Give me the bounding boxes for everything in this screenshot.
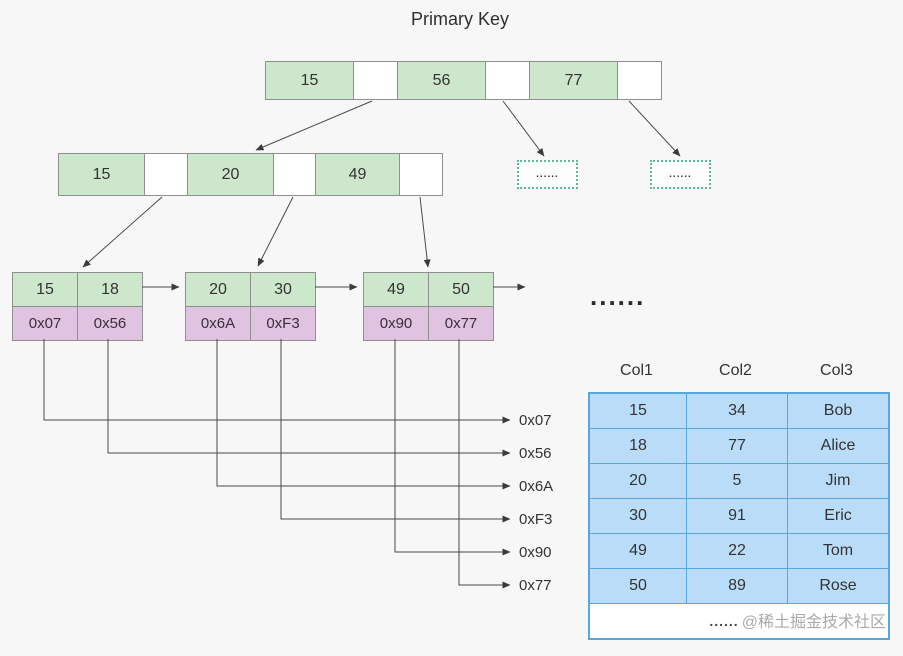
internal-key-cell: 49 bbox=[316, 154, 400, 195]
leaf-pointer-cell: 0x56 bbox=[78, 307, 142, 340]
pointer-address-label: 0x07 bbox=[519, 412, 552, 429]
dashed-placeholder-node: ...... bbox=[517, 160, 578, 189]
table-cell: 50 bbox=[590, 569, 686, 603]
table-cell: 30 bbox=[590, 499, 686, 533]
table-cell: 18 bbox=[590, 429, 686, 463]
root-pointer-cell bbox=[354, 62, 398, 99]
root-pointer-cell bbox=[486, 62, 530, 99]
table-cell: 91 bbox=[687, 499, 787, 533]
table-footer-ellipsis: ...... bbox=[709, 613, 739, 629]
internal-key-cell: 15 bbox=[59, 154, 145, 195]
pointer-address-label: 0x77 bbox=[519, 577, 552, 594]
watermark: @稀土掘金技术社区 bbox=[741, 614, 886, 631]
leaf-key-cell: 18 bbox=[78, 273, 142, 306]
table-cell: Tom bbox=[788, 534, 888, 568]
root-key-cell: 77 bbox=[530, 62, 618, 99]
leaf-node-3: 49 50 0x90 0x77 bbox=[363, 272, 494, 341]
root-key-cell: 15 bbox=[266, 62, 354, 99]
table-cell: 89 bbox=[687, 569, 787, 603]
leaf-pointer-cell: 0x77 bbox=[429, 307, 493, 340]
data-table: 15 34 Bob 18 77 Alice 20 5 Jim 30 91 Eri… bbox=[588, 392, 890, 640]
table-cell: Bob bbox=[788, 394, 888, 428]
table-cell: 20 bbox=[590, 464, 686, 498]
leaf-key-cell: 49 bbox=[364, 273, 428, 306]
leaf-key-cell: 15 bbox=[13, 273, 77, 306]
table-cell: 34 bbox=[687, 394, 787, 428]
leaf-pointer-cell: 0xF3 bbox=[251, 307, 315, 340]
table-cell: Jim bbox=[788, 464, 888, 498]
dashed-placeholder-node: ...... bbox=[650, 160, 711, 189]
leaf-key-cell: 50 bbox=[429, 273, 493, 306]
pointer-address-label: 0x56 bbox=[519, 445, 552, 462]
leaf-node-1: 15 18 0x07 0x56 bbox=[12, 272, 143, 341]
table-header-row: Col1 Col2 Col3 bbox=[588, 362, 887, 380]
leaf-pointer-cell: 0x07 bbox=[13, 307, 77, 340]
table-footer-row: ...... @稀土掘金技术社区 bbox=[590, 604, 888, 638]
table-header: Col1 bbox=[620, 362, 653, 379]
pointer-address-label: 0xF3 bbox=[519, 511, 553, 528]
table-cell: 15 bbox=[590, 394, 686, 428]
table-header: Col3 bbox=[820, 362, 853, 379]
diagram-title: Primary Key bbox=[410, 9, 509, 29]
table-cell: 77 bbox=[687, 429, 787, 463]
internal-pointer-cell bbox=[274, 154, 316, 195]
leaf-key-cell: 30 bbox=[251, 273, 315, 306]
table-cell: Alice bbox=[788, 429, 888, 463]
leaf-key-cell: 20 bbox=[186, 273, 250, 306]
table-header: Col2 bbox=[719, 362, 752, 379]
leaf-level-ellipsis: ...... bbox=[590, 281, 646, 311]
internal-pointer-cell bbox=[400, 154, 442, 195]
table-cell: 49 bbox=[590, 534, 686, 568]
root-node: 15 56 77 bbox=[265, 61, 662, 100]
table-cell: Eric bbox=[788, 499, 888, 533]
leaf-pointer-cell: 0x6A bbox=[186, 307, 250, 340]
pointer-address-label: 0x6A bbox=[519, 478, 554, 495]
internal-pointer-cell bbox=[145, 154, 188, 195]
root-key-cell: 56 bbox=[398, 62, 486, 99]
leaf-pointer-cell: 0x90 bbox=[364, 307, 428, 340]
internal-node: 15 20 49 bbox=[58, 153, 443, 196]
leaf-node-2: 20 30 0x6A 0xF3 bbox=[185, 272, 316, 341]
pointer-address-label: 0x90 bbox=[519, 544, 552, 561]
root-pointer-cell bbox=[618, 62, 661, 99]
internal-key-cell: 20 bbox=[188, 154, 274, 195]
table-cell: 5 bbox=[687, 464, 787, 498]
table-cell: 22 bbox=[687, 534, 787, 568]
table-cell: Rose bbox=[788, 569, 888, 603]
